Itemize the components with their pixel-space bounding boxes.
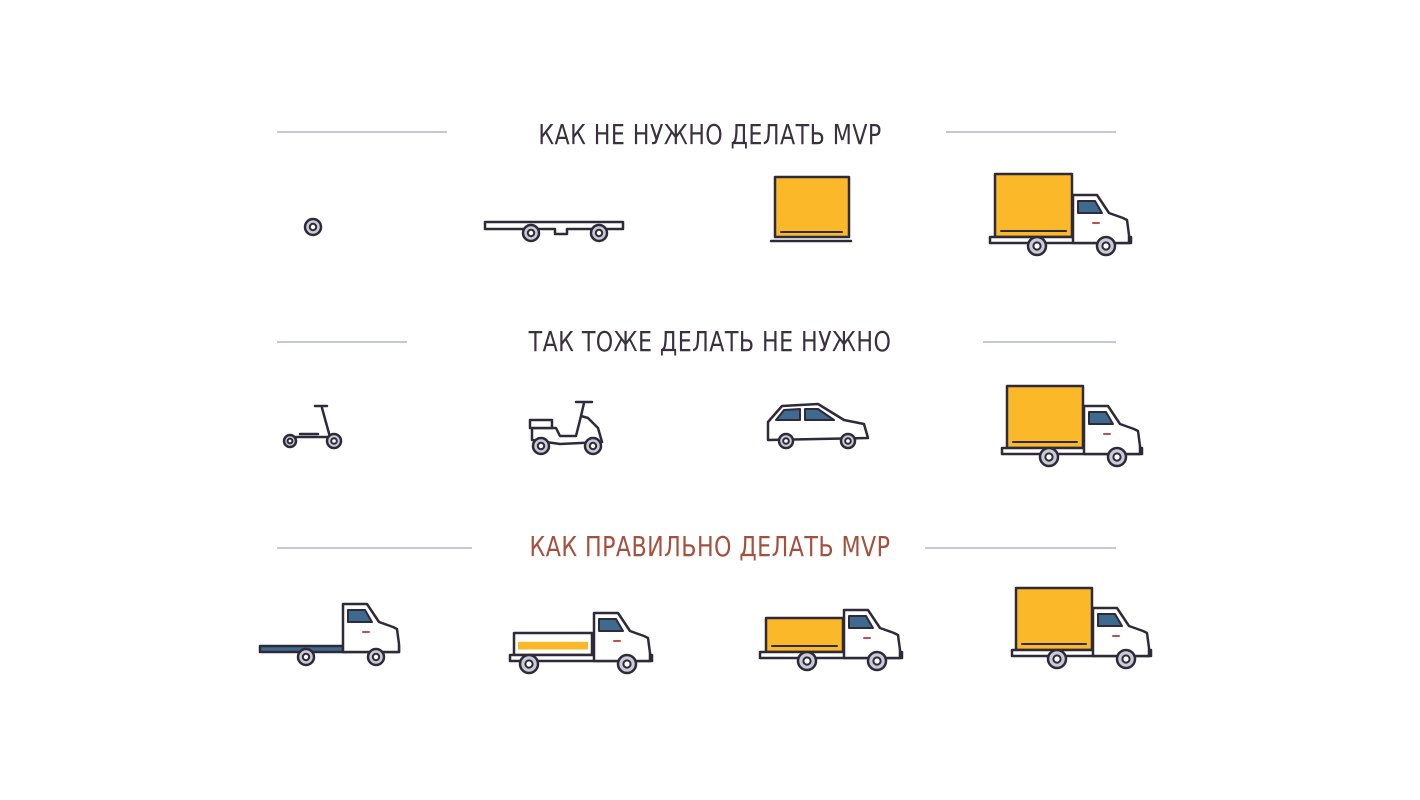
row-title-also-wrong: ТАК ТОЖЕ ДЕЛАТЬ НЕ НУЖНО (528, 325, 892, 358)
row-title-correct: КАК ПРАВИЛЬНО ДЕЛАТЬ MVP (529, 530, 891, 563)
divider (946, 131, 1116, 133)
box-icon (769, 175, 853, 243)
chassis-icon (483, 220, 625, 243)
box-truck-icon (988, 172, 1133, 257)
divider (277, 131, 447, 133)
box-truck-icon (1000, 384, 1144, 468)
divider (983, 341, 1116, 343)
row-title-wrong: КАК НЕ НУЖНО ДЕЛАТЬ MVP (538, 118, 882, 151)
divider (277, 547, 472, 549)
low-side-truck-icon (508, 611, 654, 675)
divider (925, 547, 1116, 549)
wheel-icon (303, 217, 323, 237)
kick-scooter-icon (282, 404, 343, 450)
car-icon (766, 402, 870, 450)
moped-icon (528, 400, 604, 456)
flatbed-truck-icon (258, 602, 401, 667)
divider (277, 341, 407, 343)
box-truck-icon (1010, 586, 1153, 670)
high-side-truck-icon (758, 608, 904, 672)
